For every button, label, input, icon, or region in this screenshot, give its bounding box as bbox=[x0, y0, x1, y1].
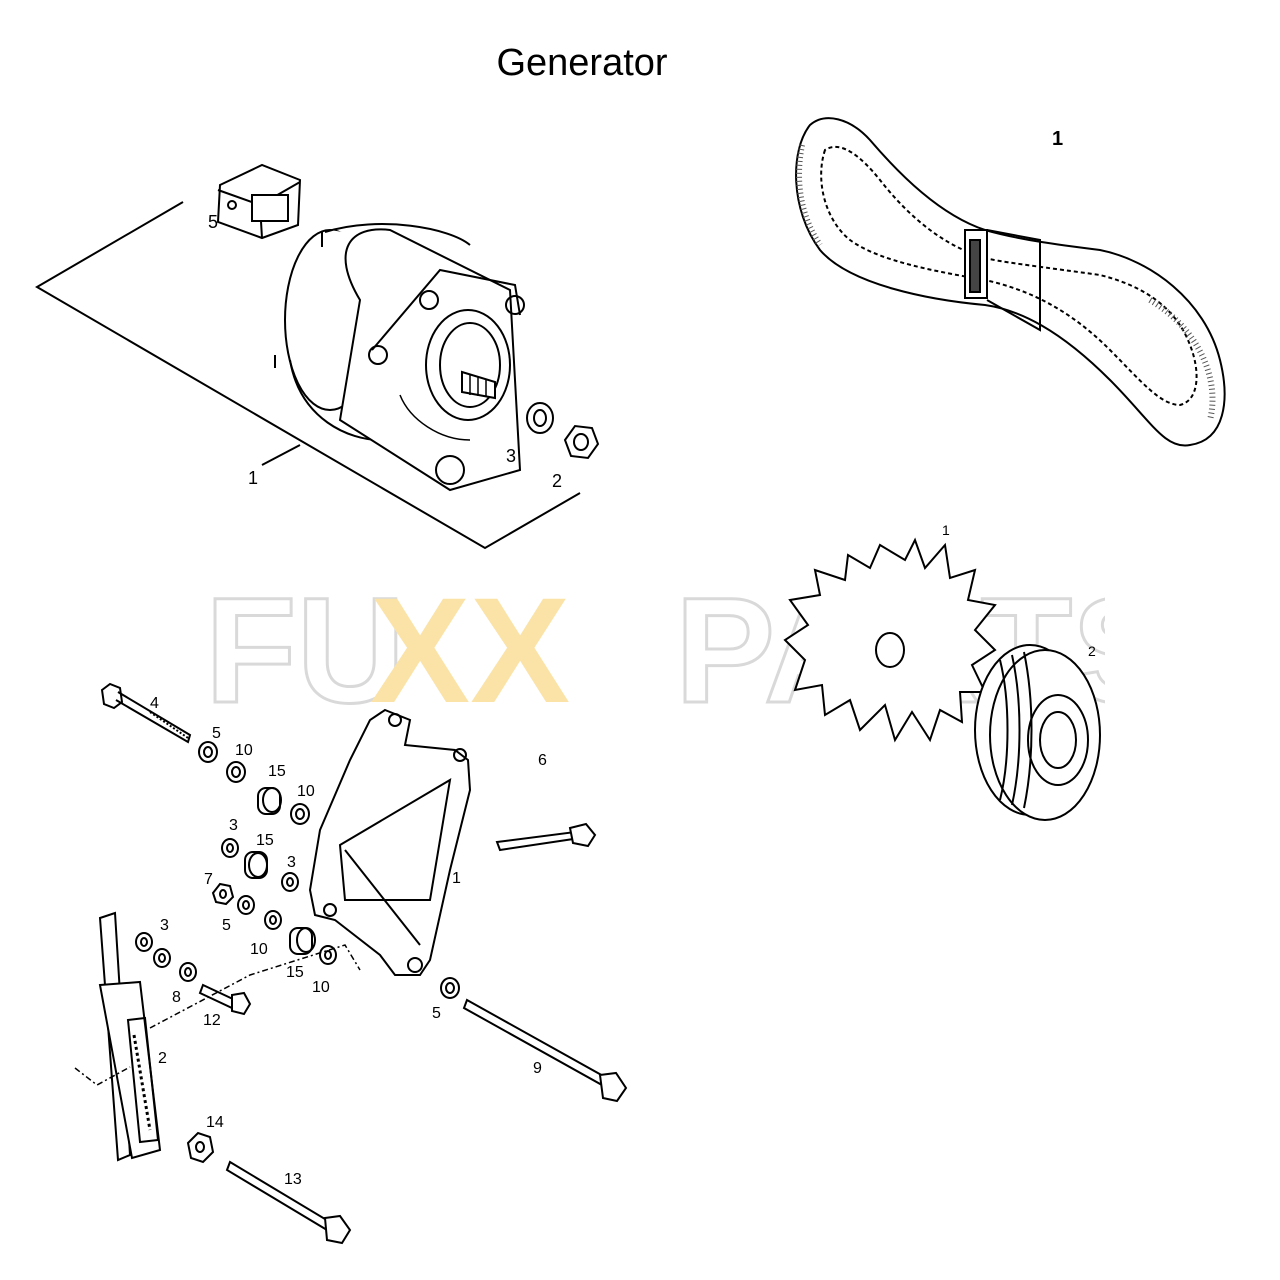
bolt-short bbox=[198, 983, 252, 1016]
washer-i bbox=[179, 962, 197, 982]
label-spacer-b: 15 bbox=[256, 832, 274, 849]
regulator bbox=[216, 163, 302, 240]
washer-d bbox=[221, 838, 239, 858]
spacer-b bbox=[244, 851, 268, 879]
washer-a bbox=[198, 741, 218, 763]
washer-h bbox=[135, 932, 153, 952]
label-spacer-c: 15 bbox=[286, 964, 304, 981]
washer bbox=[526, 402, 554, 434]
label-washer-a: 5 bbox=[212, 725, 221, 742]
alternator-group bbox=[35, 163, 600, 550]
label-nut-lower: 14 bbox=[206, 1114, 224, 1131]
label-bracket: 1 bbox=[452, 870, 461, 887]
label-washer-h: 3 bbox=[160, 917, 169, 934]
label-fan: 1 bbox=[942, 522, 950, 538]
washer-b bbox=[226, 761, 246, 783]
spacer-a bbox=[257, 787, 282, 815]
label-bolt-lower: 13 bbox=[284, 1171, 302, 1188]
label-bolt-right: 6 bbox=[538, 752, 547, 769]
washer-k bbox=[440, 977, 460, 999]
label-belt: 1 bbox=[1052, 128, 1063, 150]
label-bolt-long: 9 bbox=[533, 1060, 542, 1077]
label-washer: 3 bbox=[506, 446, 516, 466]
watermark-text-xx: XX bbox=[370, 566, 570, 720]
label-washer-g: 10 bbox=[250, 941, 268, 958]
label-nut-small: 7 bbox=[204, 871, 213, 888]
label-washer-d: 3 bbox=[229, 817, 238, 834]
washer-f bbox=[237, 895, 255, 915]
label-washer-e: 3 bbox=[287, 854, 296, 871]
page-title: Generator bbox=[496, 42, 668, 84]
bracket bbox=[308, 708, 472, 976]
label-spacer-a: 15 bbox=[268, 763, 286, 780]
label-pulley: 2 bbox=[1088, 643, 1096, 659]
leader-line-1 bbox=[261, 444, 301, 466]
label-washer-c: 10 bbox=[297, 783, 315, 800]
label-washer-k: 5 bbox=[432, 1005, 441, 1022]
watermark-text-fu: FU bbox=[205, 566, 405, 720]
group-outline bbox=[35, 201, 581, 550]
label-washer-b: 10 bbox=[235, 742, 253, 759]
label-nut: 2 bbox=[552, 471, 562, 491]
washer-h2 bbox=[153, 948, 171, 968]
label-washer-j: 10 bbox=[312, 979, 330, 996]
label-alternator: 1 bbox=[248, 468, 258, 488]
washer-e bbox=[281, 872, 299, 892]
alternator bbox=[274, 223, 525, 492]
label-washer-f: 5 bbox=[222, 917, 231, 934]
bolt-top bbox=[100, 682, 192, 744]
label-bolt-top: 4 bbox=[150, 695, 159, 712]
hex-nut bbox=[563, 424, 600, 460]
bolt-long bbox=[462, 998, 628, 1103]
nut-lower bbox=[186, 1131, 215, 1164]
bolt-lower bbox=[225, 1160, 352, 1245]
bolt-right bbox=[495, 822, 597, 852]
label-bolt-short: 12 bbox=[203, 1012, 221, 1029]
v-belt bbox=[795, 117, 1226, 447]
fan bbox=[783, 537, 997, 743]
adjuster-strap bbox=[98, 911, 162, 1162]
fan-pulley-group bbox=[783, 537, 1101, 821]
label-adjuster-strap: 2 bbox=[158, 1050, 167, 1067]
label-regulator: 5 bbox=[208, 212, 218, 232]
label-washer-i: 8 bbox=[172, 989, 181, 1006]
pulley bbox=[974, 644, 1101, 821]
washer-c bbox=[290, 803, 310, 825]
nut-small bbox=[211, 882, 235, 906]
spacer-c bbox=[289, 927, 316, 955]
bracket-group bbox=[74, 682, 628, 1245]
washer-g bbox=[264, 910, 282, 930]
washer-j bbox=[319, 945, 337, 965]
